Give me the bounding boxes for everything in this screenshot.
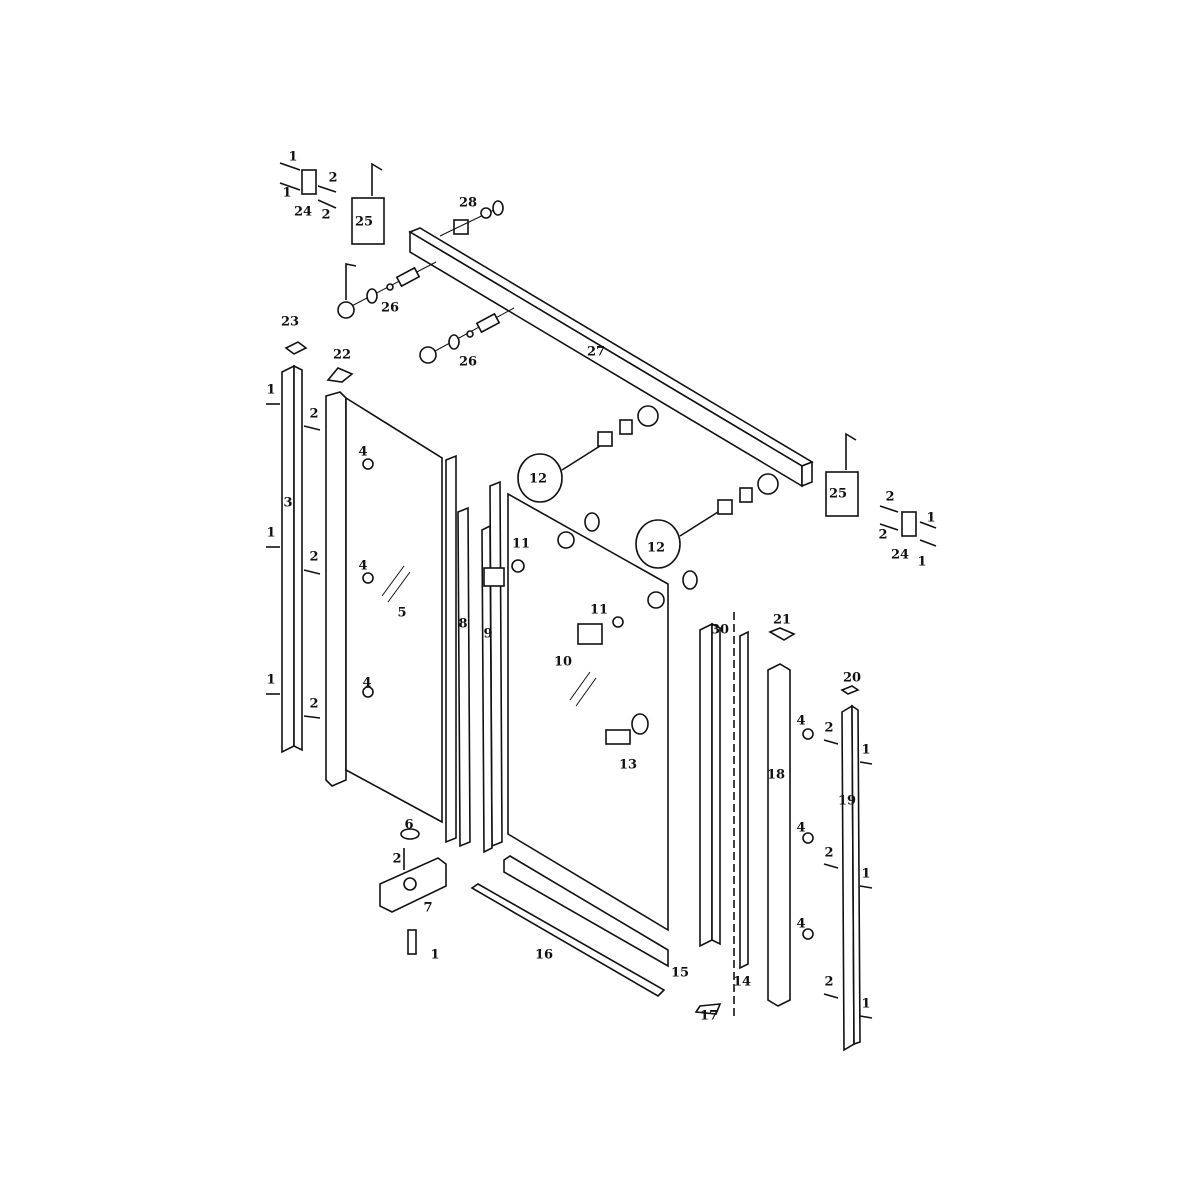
roller-12-left: [517, 405, 659, 503]
callout-label-26: 26: [381, 301, 399, 316]
callout-label-2: 2: [321, 208, 330, 223]
bracket-25-right: [825, 432, 859, 517]
callout-label-16: 16: [535, 948, 553, 963]
knob-13: [605, 713, 649, 745]
callout-label-28: 28: [459, 196, 477, 211]
callout-label-1: 1: [266, 673, 275, 688]
callout-label-4: 4: [362, 676, 371, 691]
callout-label-2: 2: [878, 528, 887, 543]
callout-label-12: 12: [529, 472, 547, 487]
roller-26-lower: [419, 307, 515, 364]
callout-label-24: 24: [891, 548, 909, 563]
seal-30: [699, 622, 721, 948]
callout-label-18: 18: [767, 768, 785, 783]
callout-label-4: 4: [358, 559, 367, 574]
end-cap-17: [694, 1003, 722, 1015]
callout-label-4: 4: [796, 917, 805, 932]
bracket-24-right: [879, 505, 937, 547]
callout-label-30: 30: [711, 623, 729, 638]
callout-label-1: 1: [917, 555, 926, 570]
screws-right: [802, 728, 873, 1019]
callout-label-26: 26: [459, 355, 477, 370]
callout-label-12: 12: [647, 541, 665, 556]
callout-label-2: 2: [392, 852, 401, 867]
callout-label-3: 3: [283, 496, 292, 511]
callout-label-20: 20: [843, 671, 861, 686]
callout-label-2: 2: [309, 550, 318, 565]
profile-8: [445, 454, 471, 848]
callout-label-7: 7: [423, 901, 432, 916]
handle-10-11: [483, 512, 698, 645]
seal-14: [733, 612, 749, 1020]
callout-label-1: 1: [861, 867, 870, 882]
callout-label-21: 21: [773, 613, 791, 628]
callout-label-2: 2: [824, 975, 833, 990]
callout-label-2: 2: [309, 407, 318, 422]
callout-label-1: 1: [926, 511, 935, 526]
sliding-door: [507, 492, 669, 932]
callout-label-9: 9: [483, 627, 492, 642]
callout-label-24: 24: [294, 205, 312, 220]
callout-label-23: 23: [281, 315, 299, 330]
screws-left: [266, 403, 321, 719]
callout-label-15: 15: [671, 966, 689, 981]
callout-label-27: 27: [587, 345, 605, 360]
guide-7: [379, 828, 447, 955]
callout-label-1: 1: [282, 186, 291, 201]
callout-label-11: 11: [590, 603, 608, 618]
callout-label-2: 2: [824, 721, 833, 736]
callout-label-22: 22: [333, 348, 351, 363]
callout-label-2: 2: [824, 846, 833, 861]
profile-18: [767, 627, 796, 1007]
callout-label-1: 1: [861, 743, 870, 758]
bracket-24-left: [279, 162, 337, 209]
callout-label-4: 4: [796, 714, 805, 729]
roller-26-upper: [337, 261, 437, 319]
callout-label-6: 6: [404, 818, 413, 833]
callout-label-25: 25: [829, 487, 847, 502]
callout-label-25: 25: [355, 215, 373, 230]
bracket-25-left: [351, 162, 385, 245]
callout-label-2: 2: [328, 171, 337, 186]
callout-label-8: 8: [458, 617, 467, 632]
fitting-28: [439, 200, 504, 237]
callout-label-4: 4: [796, 821, 805, 836]
wall-profile-19: [840, 685, 861, 1052]
bottom-seal-15: [503, 855, 669, 968]
sweep-16: [470, 883, 666, 998]
callout-label-4: 4: [358, 445, 367, 460]
callout-label-1: 1: [266, 526, 275, 541]
fixed-panel-5: [325, 367, 443, 824]
callout-label-1: 1: [861, 997, 870, 1012]
callout-label-1: 1: [288, 150, 297, 165]
callout-label-10: 10: [554, 655, 572, 670]
callout-label-2: 2: [885, 490, 894, 505]
callout-label-2: 2: [309, 697, 318, 712]
roller-12-right: [635, 473, 779, 569]
callout-label-13: 13: [619, 758, 637, 773]
callout-label-1: 1: [430, 948, 439, 963]
callout-label-5: 5: [397, 606, 406, 621]
callout-label-17: 17: [700, 1009, 718, 1024]
top-rail-27: [408, 227, 814, 488]
callout-label-11: 11: [512, 537, 530, 552]
wall-profile-3: [281, 341, 308, 754]
profile-9: [481, 480, 503, 854]
callout-label-19: 19: [838, 794, 856, 809]
callout-label-1: 1: [266, 383, 275, 398]
callout-label-14: 14: [733, 975, 751, 990]
